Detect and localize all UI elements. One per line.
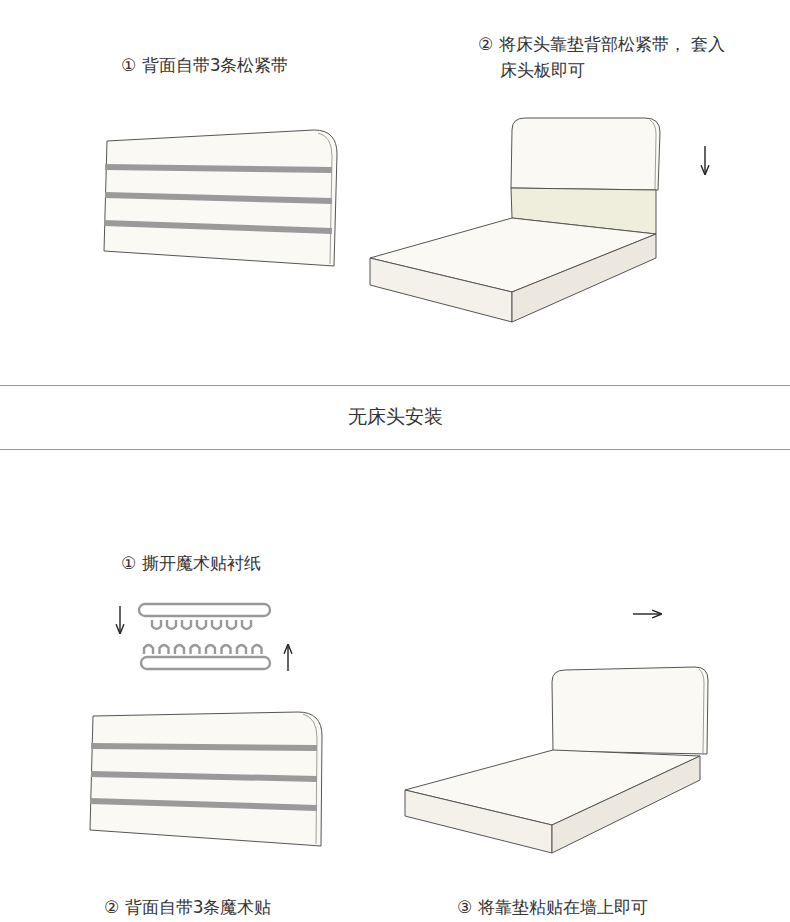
step-label: ① 背面自带3条松紧带	[121, 52, 421, 78]
bed-with-wall-cushion	[405, 667, 708, 853]
step-label: ② 背面自带3条魔术贴	[104, 894, 404, 920]
separator	[0, 449, 790, 450]
arrow	[119, 606, 120, 633]
arrow	[633, 613, 661, 614]
bed-with-headboard	[370, 118, 705, 322]
velcro-strips	[139, 604, 270, 669]
headboard-cushion	[90, 712, 322, 846]
headboard-cushion	[104, 130, 337, 266]
arrow	[287, 645, 288, 671]
step-label: ③ 将靠垫粘贴在墙上即可	[457, 894, 757, 920]
step-label: ② 将床头靠垫背部松紧带， 套入床头板即可	[478, 31, 728, 83]
section-heading: 无床头安装	[245, 403, 545, 429]
step-label: ① 撕开魔术贴衬纸	[121, 550, 421, 576]
separator	[0, 385, 790, 386]
